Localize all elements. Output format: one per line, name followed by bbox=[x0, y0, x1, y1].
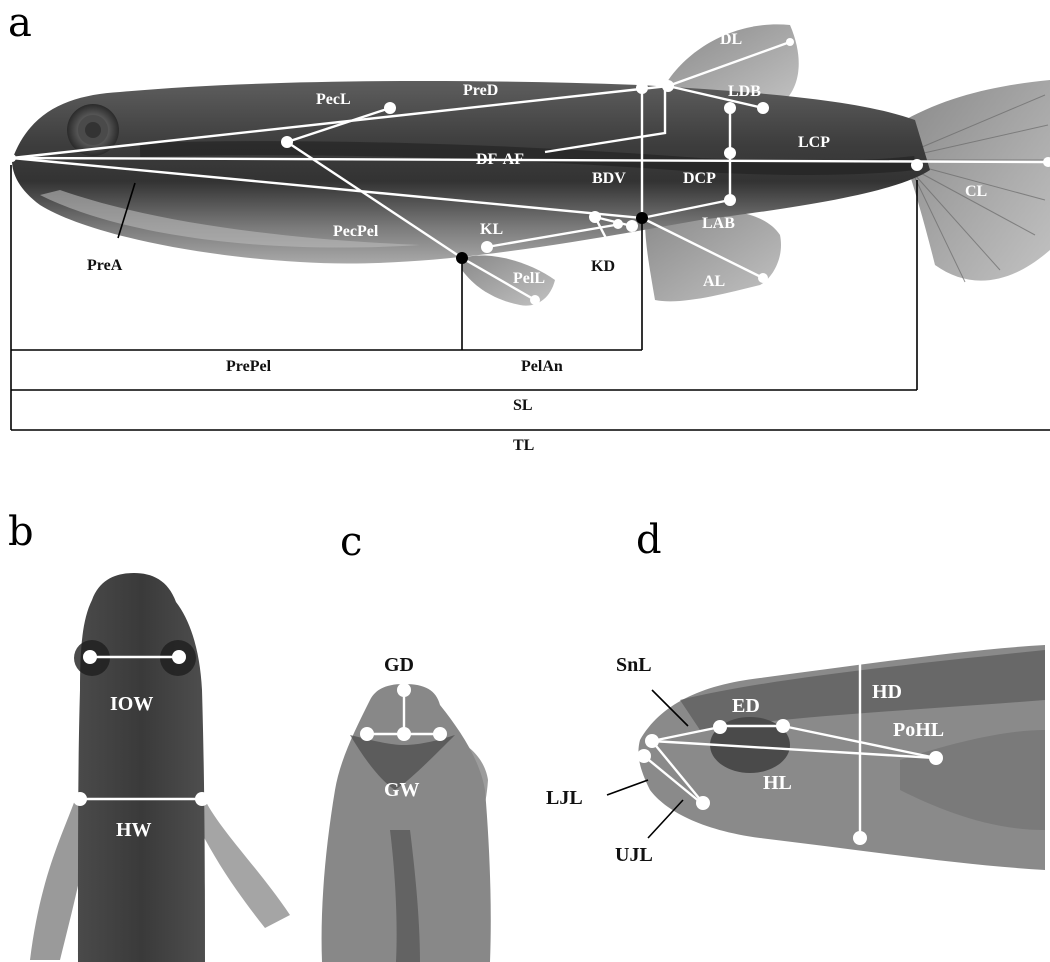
panel-label-d: d bbox=[636, 517, 662, 563]
label-ED: ED bbox=[732, 695, 760, 717]
label-KL: KL bbox=[480, 221, 503, 238]
panel-d: d SnL ED HD PoHL HL LJL UJL bbox=[546, 517, 1045, 870]
label-SL: SL bbox=[513, 397, 533, 414]
label-DL: DL bbox=[720, 31, 742, 48]
label-DF-AF: DF-AF bbox=[476, 151, 524, 168]
label-CL: CL bbox=[965, 183, 987, 200]
label-AL: AL bbox=[703, 273, 725, 290]
label-KD: KD bbox=[591, 258, 615, 275]
label-HW: HW bbox=[116, 819, 152, 841]
label-LJL: LJL bbox=[546, 787, 583, 809]
panel-a: a bbox=[8, 0, 1050, 454]
fish-dorsal-photo bbox=[30, 573, 290, 962]
label-PelL: PelL bbox=[513, 270, 545, 287]
label-HL: HL bbox=[763, 772, 792, 794]
label-GD: GD bbox=[384, 654, 414, 676]
panel-c: c GD GW bbox=[322, 519, 491, 962]
label-PecPel: PecPel bbox=[333, 223, 379, 240]
label-TL: TL bbox=[513, 437, 534, 454]
label-LAB: LAB bbox=[702, 215, 735, 232]
label-PreA: PreA bbox=[87, 257, 123, 274]
label-PrePel: PrePel bbox=[226, 358, 272, 375]
caudal-fin bbox=[905, 80, 1050, 281]
label-UJL: UJL bbox=[615, 844, 653, 866]
panel-label-b: b bbox=[8, 509, 34, 555]
label-PreD: PreD bbox=[463, 82, 498, 99]
label-PoHL: PoHL bbox=[893, 719, 944, 741]
label-LCP: LCP bbox=[798, 134, 830, 151]
panel-label-c: c bbox=[340, 519, 362, 565]
fish-head-photo bbox=[638, 645, 1045, 870]
label-GW: GW bbox=[384, 779, 420, 801]
label-PelAn: PelAn bbox=[521, 358, 563, 375]
fish-lateral-photo bbox=[12, 24, 1050, 305]
fish-ventral-photo bbox=[322, 684, 491, 962]
label-LDB: LDB bbox=[728, 83, 761, 100]
label-PecL: PecL bbox=[316, 91, 351, 108]
label-DCP: DCP bbox=[683, 170, 716, 187]
panel-label-a: a bbox=[8, 0, 32, 46]
label-SnL: SnL bbox=[616, 654, 652, 676]
label-IOW: IOW bbox=[110, 693, 153, 715]
label-BDV: BDV bbox=[592, 170, 626, 187]
panel-b: b IOW HW bbox=[8, 509, 290, 962]
label-HD: HD bbox=[872, 681, 902, 703]
